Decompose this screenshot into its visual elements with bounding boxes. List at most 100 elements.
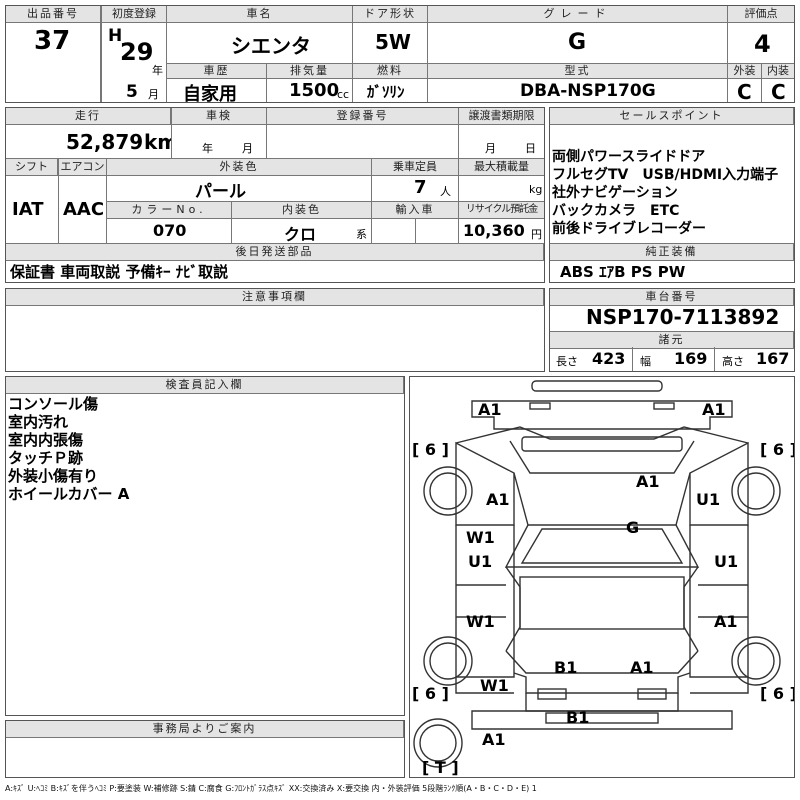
length: 423 <box>592 349 626 368</box>
era: H <box>108 26 123 46</box>
mark-fender-left: A1 <box>486 490 510 509</box>
import-cell: 輸入車 <box>371 201 458 243</box>
spare-tire-rim <box>419 724 457 762</box>
inspector-notes: コンソール傷 室内汚れ 室内内張傷 タッチＰ跡 外装小傷有り ホイールカバー A <box>8 395 129 503</box>
inspection-year-unit: 年 <box>202 142 213 155</box>
inspection-month-unit: 月 <box>242 142 253 155</box>
windshield-glass <box>520 528 684 564</box>
inspector-line: コンソール傷 <box>8 395 99 413</box>
history-label: 車歴 <box>167 64 266 79</box>
ac-cell: エアコン AAC <box>58 158 106 243</box>
rear-light-left <box>537 688 567 700</box>
car-name-label: 車名 <box>167 6 352 23</box>
history-cell: 車歴 自家用 <box>166 63 266 102</box>
displacement-cell: 排気量 1500 cc <box>266 63 352 102</box>
inspection-cell: 車検 年 月 <box>171 108 266 158</box>
dim-label: 諸元 <box>550 331 794 349</box>
inspector-line: 室内汚れ <box>8 413 69 431</box>
sales-line: 前後ドライブレコーダー <box>552 221 706 237</box>
tire-mark-front-left: [ 6 ] <box>412 440 449 459</box>
sales-table: セールスポイント 両側パワースライドドア フルセグTV USB/HDMI入力端子… <box>549 107 795 283</box>
equip-cell: 純正装備 ABS ｴｱB PS PW <box>550 243 794 282</box>
left-doors <box>455 525 515 678</box>
score-cell: 評価点 4 <box>727 6 794 63</box>
tire-rear-left-rim <box>429 642 467 680</box>
displacement: 1500 <box>289 80 340 101</box>
right-doors <box>689 525 749 678</box>
tire-front-right-rim <box>737 472 775 510</box>
dim-divider <box>714 347 715 371</box>
recycle-cell: リサイクル預託金 10,360 円 <box>458 201 544 243</box>
mark-rear-left: A1 <box>482 730 506 749</box>
year: 29 <box>120 38 154 66</box>
rear-bumper <box>471 710 733 730</box>
transfer-cell: 譲渡書類期限 月 日 <box>458 108 544 158</box>
legend: A:ｷｽﾞ U:ﾍｺﾐ B:ｷｽﾞを伴うﾍｺﾐ P:要塗装 W:補修跡 S:錆 … <box>5 784 537 793</box>
spare-tire <box>413 718 463 768</box>
car-name-cell: 車名 シエンタ <box>166 6 352 63</box>
hgt-label: 高さ <box>722 355 744 368</box>
score-label: 評価点 <box>728 6 794 23</box>
model: DBA-NSP170G <box>520 81 656 101</box>
capacity-unit: 人 <box>440 185 451 198</box>
lot-number: 37 <box>34 26 71 56</box>
first-reg-cell: 初度登録 H 29 年 5 月 <box>101 6 166 102</box>
inspector-line: 外装小傷有り <box>8 467 99 485</box>
reg-number-cell: 登録番号 <box>266 108 458 158</box>
capacity-label: 乗車定員 <box>372 159 458 176</box>
roof-sides <box>505 566 699 652</box>
ac-label: エアコン <box>59 159 106 176</box>
mark-front-left: A1 <box>478 400 502 419</box>
mark-trunk-left: B1 <box>554 658 577 677</box>
fuel-cell: 燃料 ｶﾞｿﾘﾝ <box>352 63 427 102</box>
mileage-cell: 走行 52,879 km <box>6 108 171 158</box>
chassis-label: 車台番号 <box>550 289 794 306</box>
int-cell: 内装 C <box>761 63 794 102</box>
ext-cell: 外装 C <box>727 63 761 102</box>
tire-front-left-rim <box>429 472 467 510</box>
door-seams <box>456 584 748 618</box>
height: 167 <box>756 349 790 368</box>
notes-box: 注意事項欄 <box>5 288 545 372</box>
ext-label: 外装 <box>728 64 761 79</box>
tire-mark-rear-right: [ 6 ] <box>760 684 794 703</box>
mileage: 52,879 <box>66 130 144 154</box>
fuel: ｶﾞｿﾘﾝ <box>367 83 405 101</box>
mileage-label: 走行 <box>6 108 171 125</box>
inspection-label: 車検 <box>172 108 266 125</box>
width: 169 <box>674 349 708 368</box>
front-bumper-top <box>531 380 663 392</box>
rear-glass <box>505 650 699 674</box>
grade: G <box>568 30 587 55</box>
door-cell: ドア形状 5W <box>352 6 427 63</box>
inspector-line: 室内内張傷 <box>8 431 84 449</box>
month: 5 <box>126 82 138 102</box>
int-label: 内装 <box>762 64 794 79</box>
int-color-label: 内装色 <box>232 202 371 219</box>
door-type: 5W <box>375 30 411 54</box>
later-cell: 後日発送部品 保証書 車両取説 予備ｷｰ ﾅﾋﾞ取説 <box>6 243 544 282</box>
first-reg-label: 初度登録 <box>102 6 166 23</box>
quarter-panels <box>455 677 749 694</box>
equip-label: 純正装備 <box>550 244 794 261</box>
lot-cell: 出品番号 37 <box>6 6 101 102</box>
lot-label: 出品番号 <box>6 6 100 23</box>
equipment: ABS ｴｱB PS PW <box>560 263 686 281</box>
capacity: 7 <box>414 177 427 198</box>
int-score: C <box>771 80 786 102</box>
tire-mark-front-right: [ 6 ] <box>760 440 794 459</box>
color-cell: 外装色 パール <box>106 158 371 201</box>
license-plate <box>545 712 659 724</box>
car-name: シエンタ <box>231 34 311 58</box>
mark-door-lf-2: U1 <box>468 552 492 571</box>
office-label: 事務局よりご案内 <box>6 721 404 738</box>
specs-table: 走行 52,879 km 車検 年 月 登録番号 譲渡書類期限 月 日 シフト … <box>5 107 545 283</box>
model-label: 型式 <box>428 64 727 79</box>
capacity-cell: 乗車定員 7 人 <box>371 158 458 201</box>
recycle-label: リサイクル預託金 <box>459 202 544 219</box>
recycle: 10,360 <box>463 221 525 240</box>
load-label: 最大積載量 <box>459 159 544 176</box>
load-cell: 最大積載量 kg <box>458 158 544 201</box>
dim-divider <box>632 347 633 371</box>
